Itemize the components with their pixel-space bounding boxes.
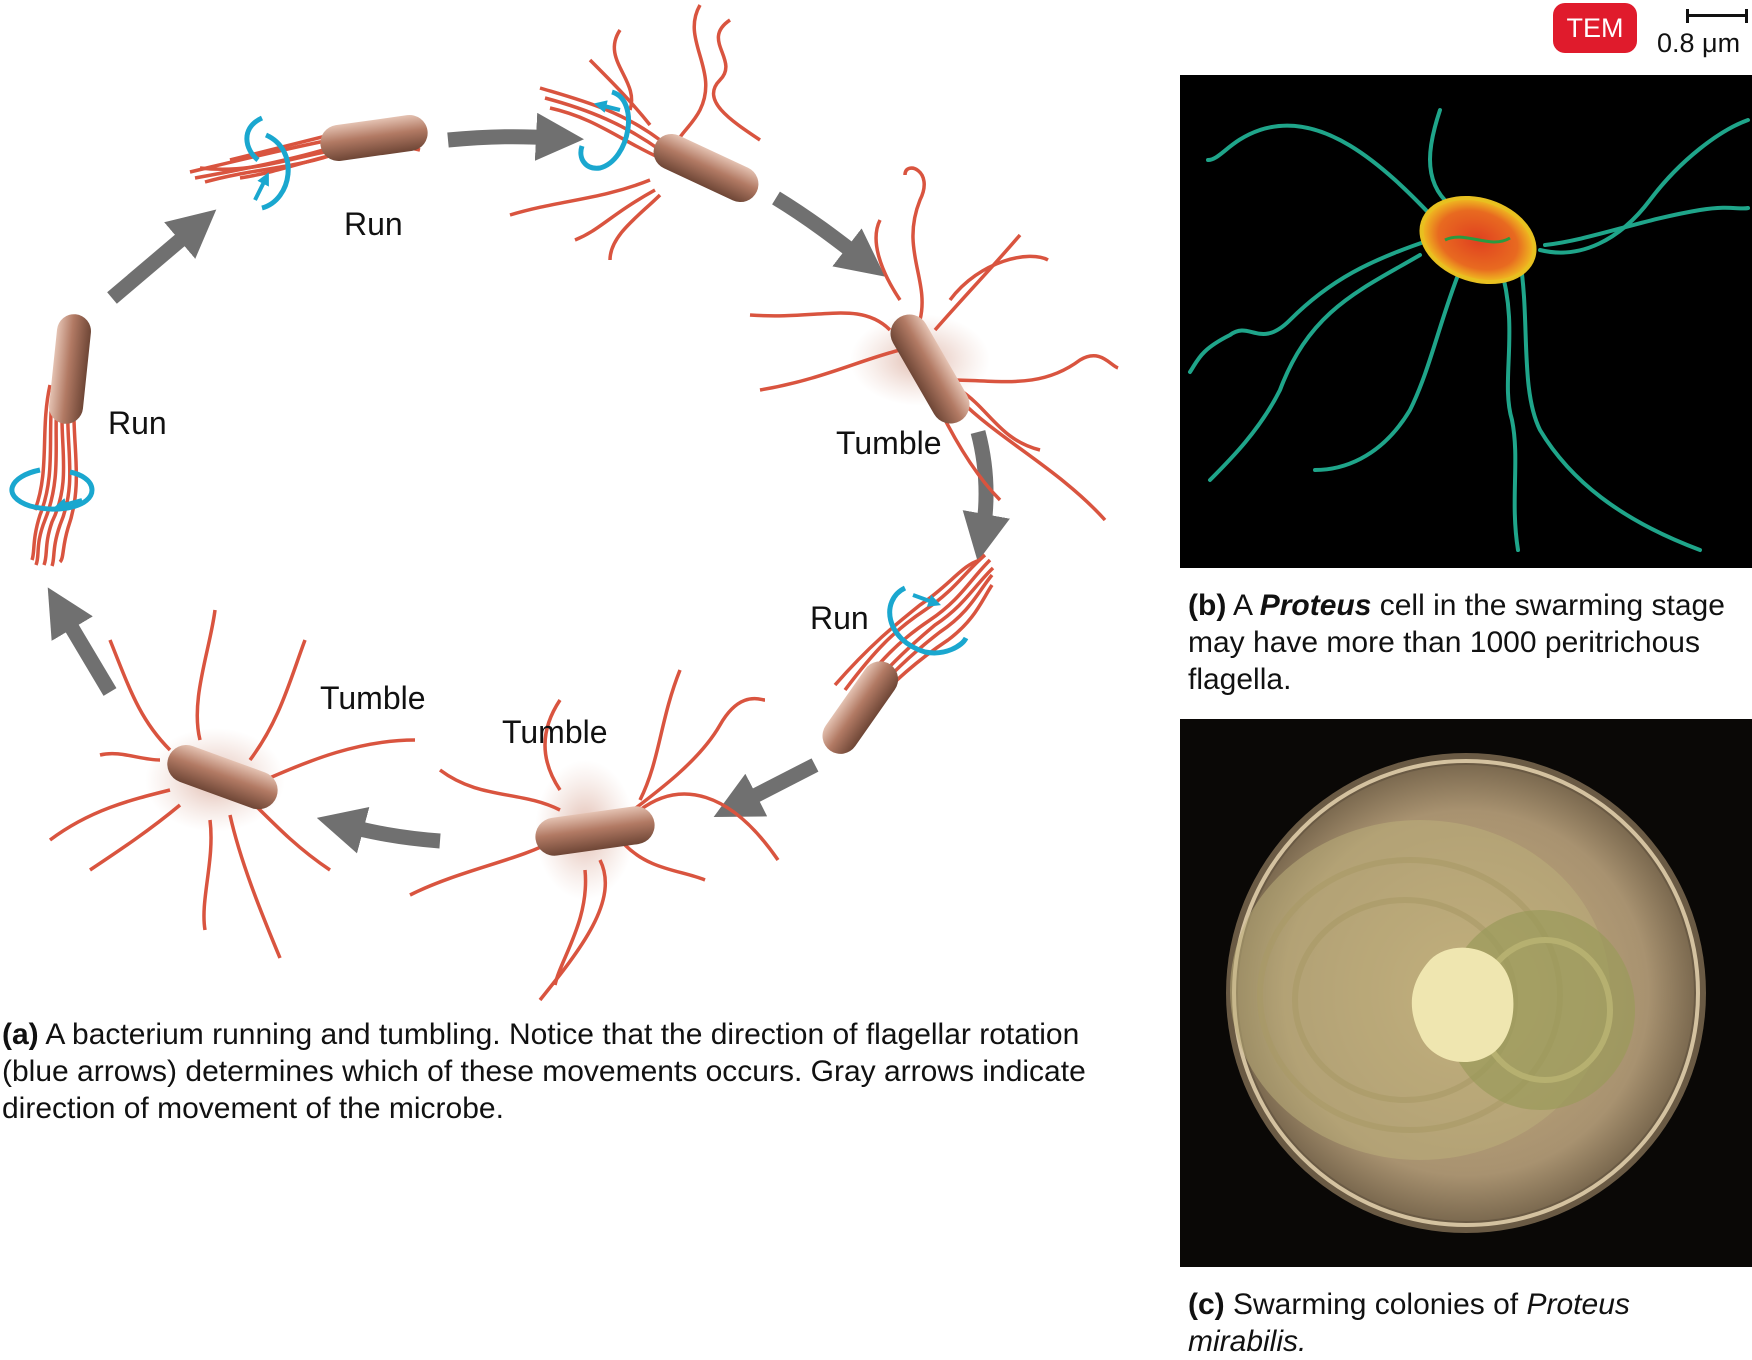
caption-b-pre: A: [1226, 589, 1259, 622]
label-run-left: Run: [108, 405, 167, 442]
caption-a: (a) A bacterium running and tumbling. No…: [2, 1016, 1112, 1127]
movement-arrow-2: [448, 137, 560, 140]
caption-c-label: (c): [1188, 1288, 1225, 1321]
scale-label: 0.8 μm: [1657, 28, 1740, 59]
caption-a-label: (a): [2, 1018, 39, 1051]
caption-b-genus: Proteus: [1260, 589, 1372, 622]
caption-a-text: A bacterium running and tumbling. Notice…: [2, 1018, 1086, 1125]
caption-c: (c) Swarming colonies of Proteus mirabil…: [1188, 1286, 1708, 1360]
label-run-top: Run: [344, 206, 403, 243]
caption-b: (b) A Proteus cell in the swarming stage…: [1188, 587, 1748, 698]
bacterium-run-right: [815, 555, 993, 761]
movement-arrow-6: [340, 824, 440, 841]
movement-arrow-3: [776, 198, 866, 262]
caption-b-label: (b): [1188, 589, 1226, 622]
label-tumble-right: Tumble: [836, 425, 942, 462]
caption-c-text: Swarming colonies of: [1225, 1288, 1527, 1321]
movement-arrow-5: [735, 765, 815, 806]
label-tumble-bottom-mid: Tumble: [502, 714, 608, 751]
movement-arrow-7: [60, 608, 110, 692]
micrograph-proteus-tem: [1180, 75, 1752, 568]
bacterium-run-left: [12, 313, 93, 566]
bacterium-tumble-bottom-left: [50, 610, 415, 958]
movement-arrow-1: [112, 225, 198, 298]
label-tumble-bottom-left: Tumble: [320, 680, 426, 717]
bacterium-run-top: [190, 113, 430, 208]
scale-bar: [1686, 9, 1748, 23]
label-run-right: Run: [810, 600, 869, 637]
photo-petri-dish: [1180, 719, 1752, 1267]
tem-badge: TEM: [1553, 3, 1637, 53]
